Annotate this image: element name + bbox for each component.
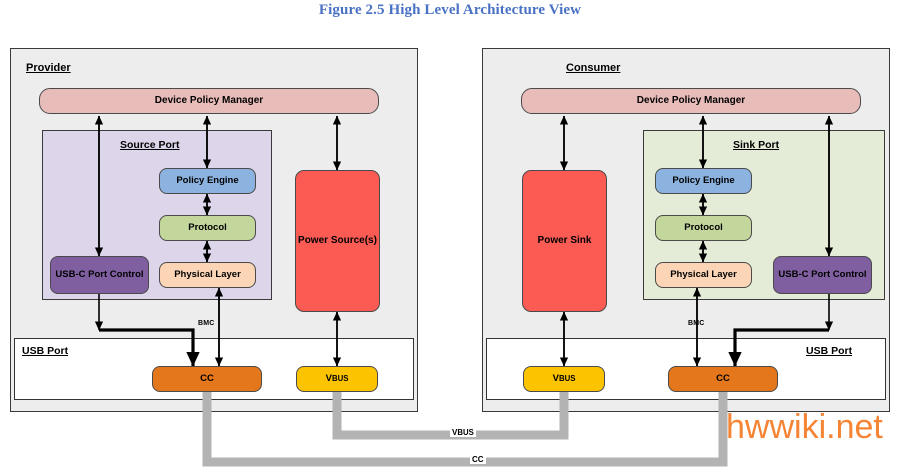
source-usbc-port-control: USB-C Port Control bbox=[50, 256, 149, 294]
consumer-cc-block: CC bbox=[668, 366, 778, 392]
source-protocol: Protocol bbox=[159, 215, 256, 241]
sink-usbc-port-control: USB-C Port Control bbox=[773, 256, 872, 294]
provider-cc-text: CC bbox=[200, 373, 214, 385]
provider-vbus-head: V bbox=[325, 373, 332, 385]
consumer-vbus-head: V bbox=[552, 373, 559, 385]
consumer-usb-port-label: USB Port bbox=[806, 345, 853, 357]
figure-title: Figure 2.5 High Level Architecture View bbox=[318, 2, 582, 18]
consumer-vbus-tail: BUS bbox=[558, 374, 576, 384]
vbus-cable-tail: BUS bbox=[457, 428, 474, 437]
cc-cable-label: CC bbox=[470, 455, 486, 464]
site-watermark: hwwiki.net bbox=[726, 408, 883, 446]
provider-vbus-tail: BUS bbox=[331, 374, 349, 384]
provider-cc-block: CC bbox=[152, 366, 262, 392]
provider-usb-port-label: USB Port bbox=[22, 345, 69, 357]
consumer-bmc-label: BMC bbox=[688, 320, 705, 327]
provider-bmc-label: BMC bbox=[198, 320, 215, 327]
provider-label: Provider bbox=[26, 62, 71, 74]
power-sink-block: Power Sink bbox=[522, 170, 607, 312]
source-port-label: Source Port bbox=[120, 139, 180, 151]
source-policy-engine: Policy Engine bbox=[159, 168, 256, 194]
vbus-cable-head: V bbox=[452, 428, 458, 437]
consumer-device-policy-manager: Device Policy Manager bbox=[521, 88, 861, 114]
source-physical-layer: Physical Layer bbox=[159, 262, 256, 288]
provider-device-policy-manager: Device Policy Manager bbox=[39, 88, 379, 114]
power-source-block: Power Source(s) bbox=[295, 170, 380, 312]
sink-policy-engine: Policy Engine bbox=[655, 168, 752, 194]
sink-port-label: Sink Port bbox=[733, 139, 780, 151]
consumer-cc-text: CC bbox=[716, 373, 730, 385]
sink-protocol: Protocol bbox=[655, 215, 752, 241]
consumer-label: Consumer bbox=[566, 62, 621, 74]
vbus-cable-label: VBUS bbox=[450, 428, 476, 437]
sink-physical-layer: Physical Layer bbox=[655, 262, 752, 288]
